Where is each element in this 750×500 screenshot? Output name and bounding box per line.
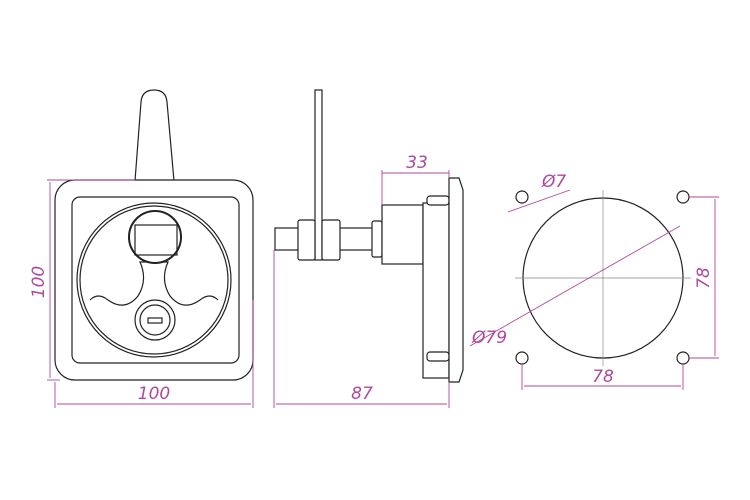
outer-bezel [54, 179, 254, 381]
rod [314, 89, 323, 261]
nut-1 [297, 219, 316, 261]
knob-key [134, 224, 178, 256]
flange [448, 177, 464, 383]
handle [134, 89, 175, 182]
mount-hole [676, 190, 690, 204]
face-circle-inner [79, 205, 229, 355]
face-circle [76, 202, 232, 358]
pin-bottom [426, 351, 450, 362]
cutout-view: Ø7 Ø79 78 78 [469, 172, 719, 390]
horizontal-spacing-label: 78 [592, 367, 614, 387]
vertical-spacing-label: 78 [694, 267, 714, 289]
mount-hole [515, 351, 529, 365]
nut-3 [371, 220, 383, 258]
width-dimension-label: 100 [138, 384, 170, 404]
side-view: 33 87 [273, 89, 464, 408]
pin-top [426, 195, 450, 206]
lock-cylinder-outer [134, 299, 176, 341]
circle-diameter-label: Ø79 [471, 328, 507, 348]
mount-hole [515, 190, 529, 204]
front-view: 100 100 [29, 89, 254, 408]
mount-hole [676, 351, 690, 365]
hole-diameter-label: Ø7 [541, 172, 566, 192]
inner-bezel [71, 196, 240, 364]
body-block [381, 204, 424, 265]
body-depth-label: 33 [406, 153, 428, 173]
lock-cylinder-inner [139, 304, 171, 336]
nut-2 [321, 219, 341, 261]
depth-label: 87 [351, 384, 373, 404]
knob-circle [128, 210, 182, 264]
keyhole [147, 317, 163, 324]
height-dimension-label: 100 [29, 266, 49, 298]
